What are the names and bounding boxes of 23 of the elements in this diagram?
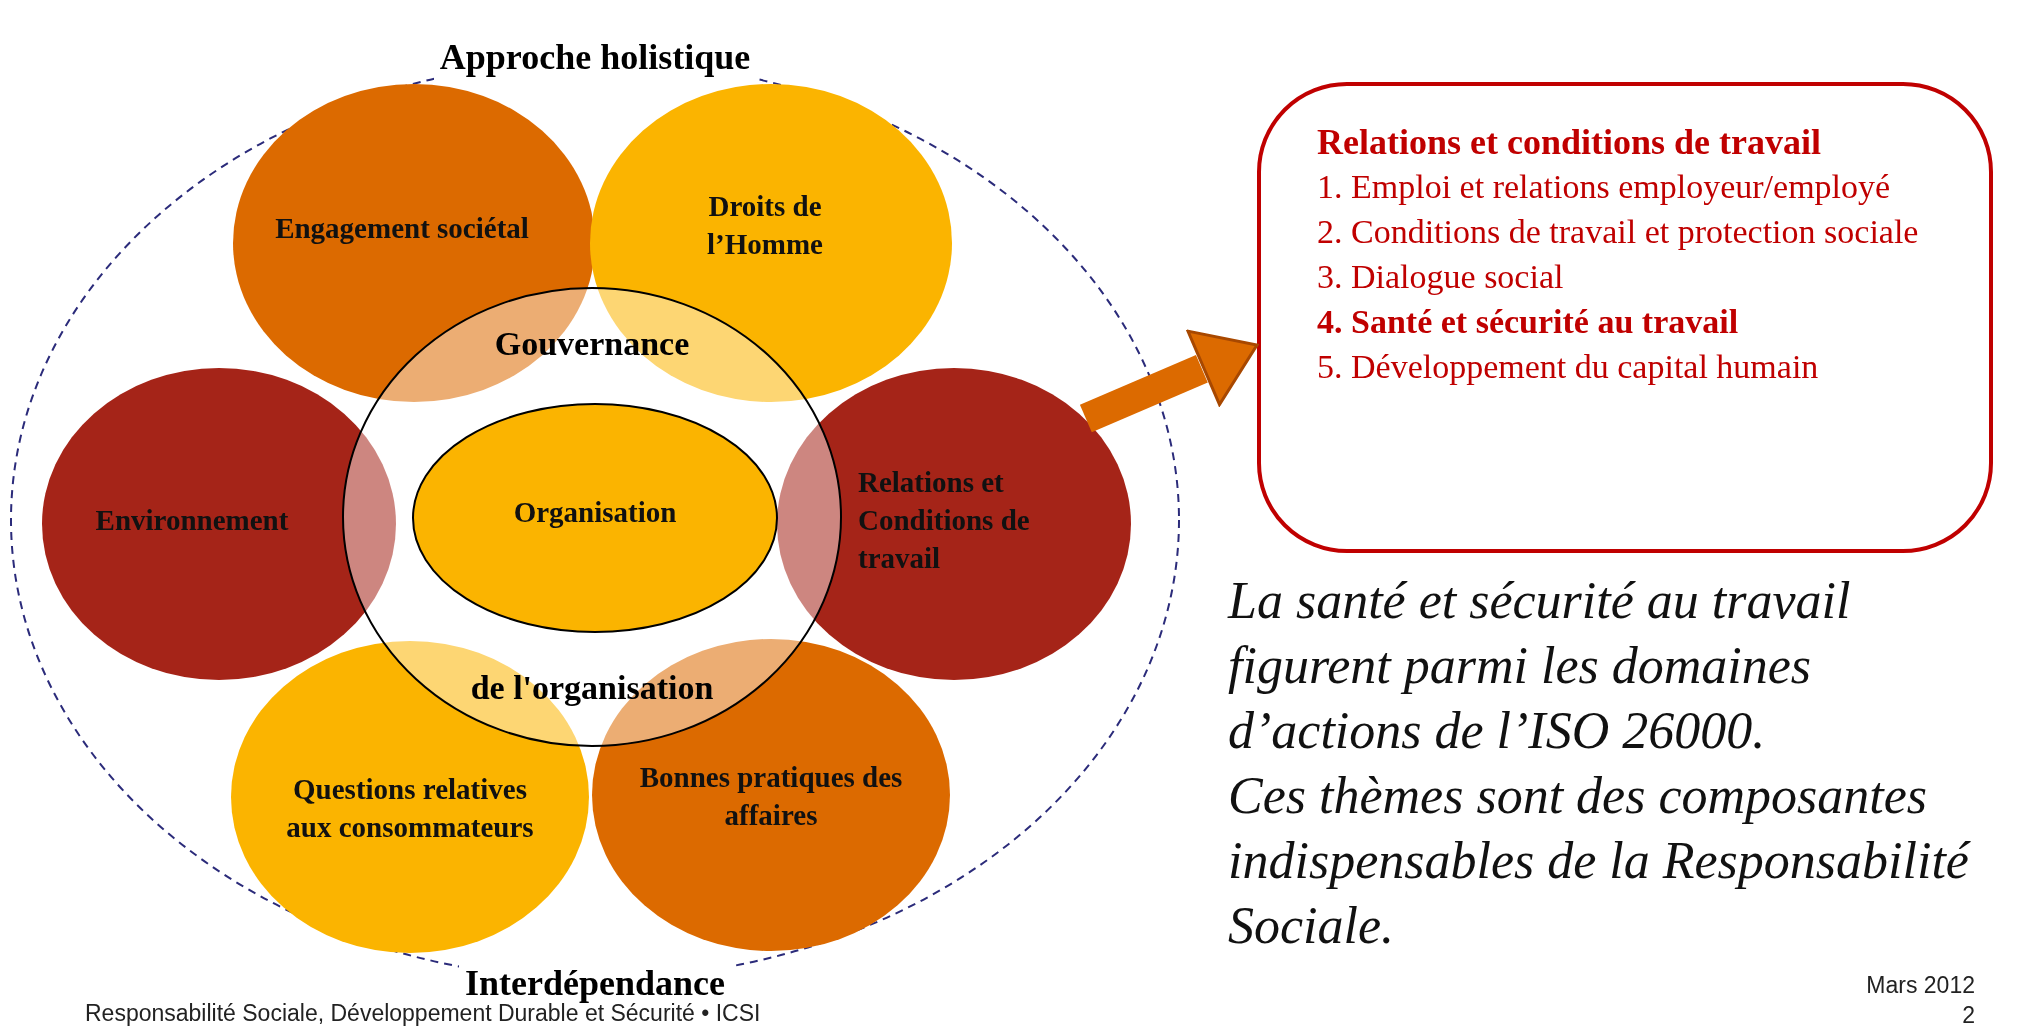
- circle-label: Engagement sociétal: [274, 211, 530, 246]
- footer-date: Mars 2012: [1866, 972, 1975, 999]
- block-arrow: [1079, 329, 1259, 433]
- list-item: 4. Santé et sécurité au travail: [1317, 302, 1740, 342]
- circle-label: Environnement: [94, 503, 290, 538]
- box-heading: Relations et conditions de travail: [1317, 121, 1822, 164]
- circle-label: Bonnes pratiques des affaires: [638, 760, 904, 833]
- info-box: [1257, 82, 1993, 553]
- list-item: 1. Emploi et relations employeur/employé: [1317, 167, 1892, 207]
- domain-circle: [41, 367, 397, 681]
- note-text: La santé et sécurité au travail figurent parmi les domaines d’actions de l’ISO 26000.: [1228, 571, 1852, 761]
- page-number: 2: [1962, 1002, 1975, 1029]
- list-item: 2. Conditions de travail et protection sociale: [1317, 212, 1920, 252]
- circle-label: Organisation: [512, 495, 678, 530]
- domain-circle: [776, 367, 1132, 681]
- list-item: 3. Dialogue social: [1317, 257, 1565, 297]
- circle-label: Questions relatives aux consommateurs: [285, 772, 535, 845]
- center-circle: [412, 403, 778, 633]
- list-item: 5. Développement du capital humain: [1317, 347, 1820, 387]
- circle-label: Droits de l’Homme: [706, 189, 824, 262]
- circle-label: Relations et Conditions de travail: [858, 465, 1031, 576]
- ring-label: de l'organisation: [470, 668, 714, 708]
- note-text: Ces thèmes sont des composantes indispensables de la Responsabilité Sociale.: [1228, 766, 1972, 956]
